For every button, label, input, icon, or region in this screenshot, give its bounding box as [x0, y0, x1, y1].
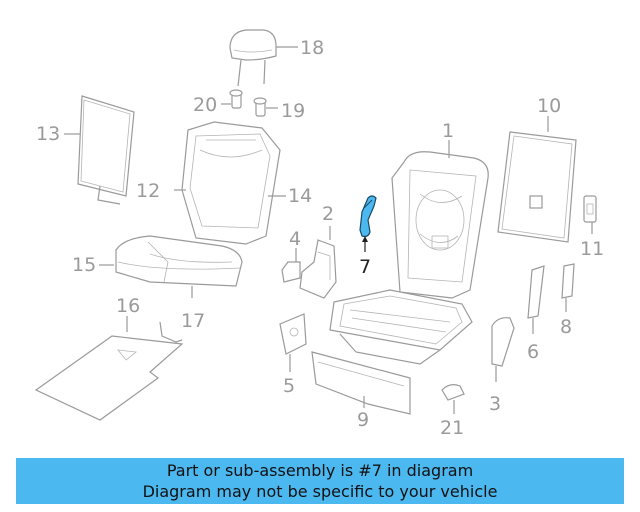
part-6-trim [527, 265, 545, 334]
callout-3: 3 [489, 393, 501, 415]
part-11-bracket [583, 195, 597, 234]
callout-6: 6 [527, 341, 539, 363]
callout-21: 21 [440, 417, 464, 439]
part-5-bracket [279, 313, 307, 372]
callout-2: 2 [322, 203, 334, 225]
part-10-back-panel [497, 116, 577, 243]
part-1-seat-frame [329, 140, 489, 365]
part-20-guide [221, 89, 243, 109]
part-8-trim [561, 263, 575, 312]
part-2-bracket [299, 226, 337, 299]
callout-12: 12 [136, 180, 160, 202]
callout-1: 1 [442, 120, 454, 142]
callout-5: 5 [283, 375, 295, 397]
callout-18: 18 [300, 37, 324, 59]
part-21-cap [441, 384, 465, 414]
callout-4: 4 [289, 228, 301, 250]
part-15-cushion [99, 235, 243, 298]
banner-line-1: Part or sub-assembly is #7 in diagram [166, 461, 474, 480]
part-3-cover [491, 317, 515, 382]
part-14-seatback-cover [174, 121, 286, 245]
part-9-panel [311, 351, 411, 415]
seat-parts-diagram: 1 2 3 4 5 6 7 8 9 10 11 12 13 14 15 16 1… [34, 29, 604, 439]
callout-10: 10 [537, 95, 561, 117]
callout-labels: 1 2 3 4 5 6 7 8 9 10 11 12 13 14 15 16 1… [36, 37, 604, 439]
callout-20: 20 [193, 94, 217, 116]
callout-13: 13 [36, 123, 60, 145]
part-4-clip [281, 248, 301, 283]
part-19-guide [253, 97, 278, 117]
info-banner: Part or sub-assembly is #7 in diagram Di… [16, 458, 624, 504]
part-18-headrest [229, 29, 298, 87]
callout-9: 9 [357, 409, 369, 431]
part-16-mat [34, 316, 184, 421]
callout-7: 7 [359, 256, 371, 278]
callout-15: 15 [72, 254, 96, 276]
callout-14: 14 [288, 185, 312, 207]
part-13-back-panel [64, 95, 135, 205]
callout-8: 8 [560, 316, 572, 338]
part-7-highlighted [359, 195, 377, 252]
banner-line-2: Diagram may not be specific to your vehi… [142, 482, 498, 501]
callout-16: 16 [116, 295, 140, 317]
callout-19: 19 [281, 100, 305, 122]
callout-17: 17 [181, 310, 205, 332]
callout-11: 11 [580, 238, 604, 260]
